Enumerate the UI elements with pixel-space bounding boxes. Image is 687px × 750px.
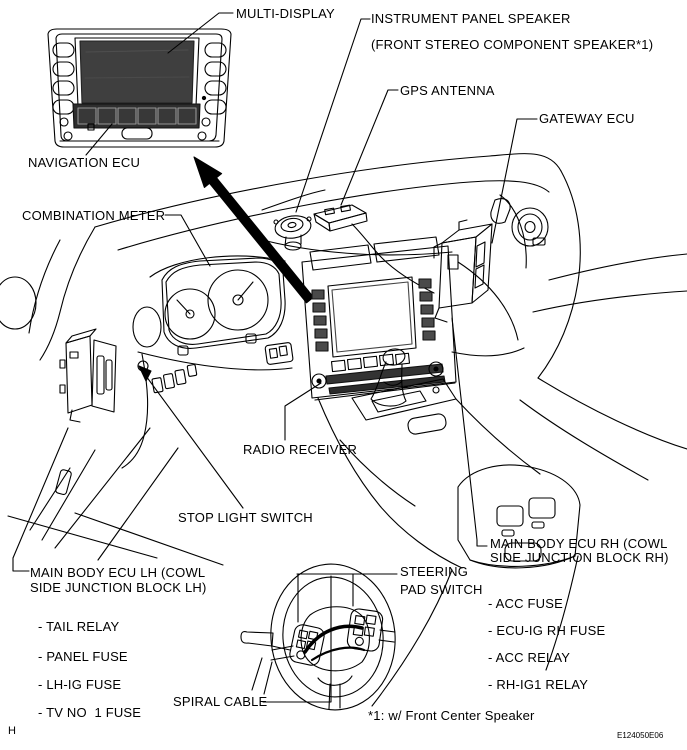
- leader-lines: [12, 12, 538, 703]
- lh-ecu-item: - LH-IG FUSE: [38, 677, 122, 692]
- leader-steering-pad-switch: [296, 573, 398, 623]
- label-instrument-panel-speaker: INSTRUMENT PANEL SPEAKER: [371, 11, 571, 26]
- steering-pad-switch-right: [346, 608, 384, 652]
- leader-main-body-ecu-rh: [451, 317, 488, 547]
- label-navigation-ecu: NAVIGATION ECU: [28, 155, 141, 170]
- label-main-body-ecu-lh-line2: SIDE JUNCTION BLOCK LH): [30, 580, 207, 595]
- rh-ecu-item: - RH-IG1 RELAY: [488, 677, 589, 692]
- leader-multi-display: [167, 12, 234, 54]
- label-main-body-ecu-lh-line1: MAIN BODY ECU LH (COWL: [30, 565, 206, 580]
- door-speaker-drawing: [499, 194, 549, 269]
- leader-gateway-ecu: [491, 118, 538, 244]
- label-radio-receiver: RADIO RECEIVER: [243, 442, 358, 457]
- console-drawing: [317, 348, 581, 707]
- main-body-ecu-lh-drawing: [59, 328, 117, 423]
- steering-wheel-drawing: [240, 563, 396, 711]
- steering-pad-switch-left: [289, 624, 325, 666]
- leader-navigation-ecu: [85, 123, 113, 156]
- stop-light-switch-arrowhead: [138, 365, 152, 382]
- rh-ecu-item: - ACC RELAY: [488, 650, 571, 665]
- label-gps-antenna: GPS ANTENNA: [400, 83, 495, 98]
- label-front-stereo-note: (FRONT STEREO COMPONENT SPEAKER*1): [371, 37, 654, 52]
- leader-combination-meter: [164, 214, 211, 267]
- label-gateway-ecu: GATEWAY ECU: [539, 111, 635, 126]
- inset-side-buttons: [52, 42, 227, 115]
- figure-code: E124050E06: [617, 731, 664, 740]
- multi-display-unit-drawing: [47, 28, 232, 148]
- lh-ecu-item: - TV NO 1 FUSE: [38, 705, 142, 720]
- combination-meter-drawing: [149, 255, 294, 365]
- leader-spiral-cable: [262, 575, 332, 703]
- label-combination-meter: COMBINATION METER: [22, 208, 166, 223]
- gps-antenna-drawing: [313, 204, 435, 294]
- label-main-body-ecu-rh-line2: SIDE JUNCTION BLOCK RH): [490, 550, 669, 565]
- dashboard-drawing: [0, 153, 687, 566]
- radio-receiver-drawing: [301, 236, 457, 401]
- zoom-arrow: [193, 156, 315, 304]
- label-spiral-cable: SPIRAL CABLE: [173, 694, 268, 709]
- panel-speaker-drawing: [273, 215, 312, 251]
- rh-ecu-item: - ECU-IG RH FUSE: [488, 623, 606, 638]
- leader-gps-antenna: [340, 89, 399, 206]
- lh-ecu-item: - PANEL FUSE: [38, 649, 128, 664]
- label-multi-display: MULTI-DISPLAY: [236, 6, 335, 21]
- footnote: *1: w/ Front Center Speaker: [368, 708, 535, 723]
- page-letter: H: [8, 725, 17, 737]
- leader-radio-receiver: [284, 382, 322, 441]
- leader-main-body-ecu-lh: [12, 427, 69, 572]
- leader-stop-light-switch: [145, 375, 244, 509]
- lh-ecu-item: - TAIL RELAY: [38, 619, 120, 634]
- gateway-ecu-drawing: [433, 219, 493, 323]
- leader-instrument-panel-speaker: [295, 18, 371, 213]
- label-steering-pad-switch-line1: STEERING: [400, 564, 469, 579]
- label-stop-light-switch: STOP LIGHT SWITCH: [178, 510, 313, 525]
- rh-ecu-item: - ACC FUSE: [488, 596, 563, 611]
- label-main-body-ecu-rh-line1: MAIN BODY ECU RH (COWL: [490, 536, 668, 551]
- label-steering-pad-switch-line2: PAD SWITCH: [400, 582, 483, 597]
